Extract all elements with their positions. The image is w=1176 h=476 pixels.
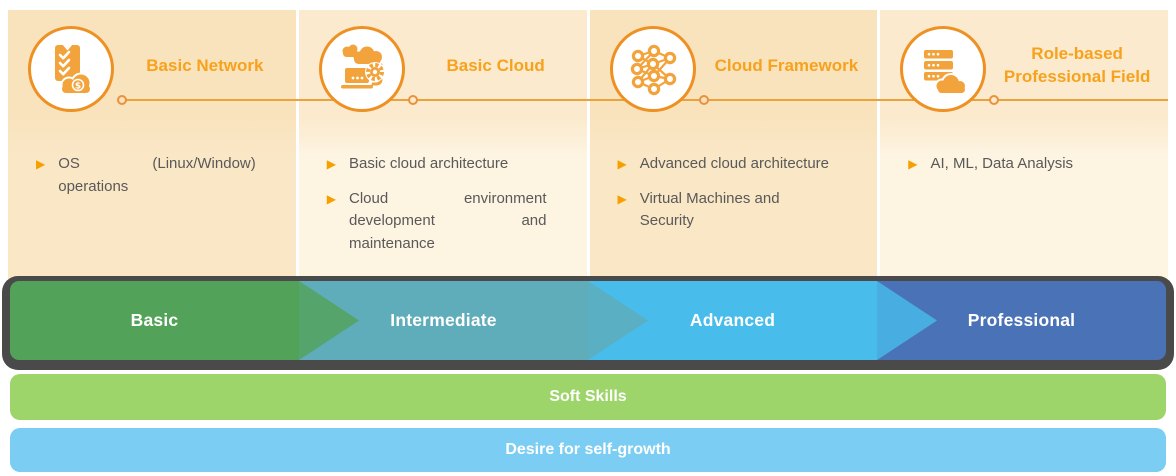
column-body: ▶ Basic cloud architecture ▶ Cloud envir… (299, 135, 587, 280)
level-label: Professional (967, 310, 1076, 330)
column-body: ▶ OS (Linux/Window) operations (8, 135, 296, 280)
level-label: Advanced (689, 310, 776, 330)
list-item: ▶ Advanced cloud architecture (618, 153, 838, 176)
list-item: ▶ AI, ML, Data Analysis (908, 153, 1128, 176)
column-title: Role-based Professional Field (1003, 44, 1151, 86)
progression-bar: Basic Intermediate Advanced Professional (10, 281, 1166, 360)
column-title: Basic Cloud (446, 55, 545, 75)
svg-text:$: $ (75, 82, 81, 92)
connector-ring (117, 95, 127, 105)
banner-label: Soft Skills (549, 388, 627, 405)
triangle-bullet-icon: ▶ (326, 191, 336, 206)
list-item: ▶ Cloud environment development and main… (327, 188, 547, 256)
icon-circle: $ (28, 26, 114, 112)
column-title: Basic Network (146, 55, 264, 75)
triangle-bullet-icon: ▶ (908, 157, 918, 171)
connector-ring (407, 95, 418, 105)
column-cloud-framework: Cloud Framework ▶ Advanced cloud archite… (589, 10, 878, 280)
connector-ring (989, 95, 1000, 105)
level-label: Basic (130, 310, 179, 330)
soft-skills-banner: Soft Skills (10, 374, 1166, 420)
column-body: ▶ Advanced cloud architecture ▶ Virtual … (590, 135, 878, 280)
icon-circle (318, 26, 405, 112)
server-stack-cloud-icon (924, 50, 968, 95)
level-basic: Basic (10, 281, 299, 360)
clipboard-checklist-dollar-cloud-icon: $ (55, 44, 92, 95)
topic-columns: $ Basic Network ▶ OS (Linux/Window) oper… (8, 10, 1168, 280)
column-basic-cloud: Basic Cloud ▶ Basic cloud architecture ▶… (298, 10, 587, 280)
column-basic-network: $ Basic Network ▶ OS (Linux/Window) oper… (8, 10, 296, 280)
triangle-bullet-icon: ▶ (326, 157, 336, 171)
column-body: ▶ AI, ML, Data Analysis (880, 135, 1168, 280)
neural-network-icon (630, 44, 676, 96)
icon-circle (609, 26, 696, 112)
triangle-bullet-icon: ▶ (36, 157, 46, 171)
column-title: Cloud Framework (714, 55, 859, 75)
connector-ring (698, 95, 709, 105)
banner-label: Desire for self-growth (505, 441, 671, 458)
triangle-bullet-icon: ▶ (617, 191, 627, 206)
list-item: ▶ Basic cloud architecture (327, 153, 547, 176)
list-item: ▶ Virtual Machines and Security (618, 188, 838, 233)
level-label: Intermediate (390, 310, 497, 330)
self-growth-banner: Desire for self-growth (10, 428, 1166, 472)
triangle-bullet-icon: ▶ (617, 157, 627, 171)
column-role-based-professional: Role-based Professional Field ▶ AI, ML, … (880, 10, 1168, 280)
icon-circle (900, 26, 987, 112)
cloud-gear-laptop-icon (340, 44, 385, 89)
list-item: ▶ OS (Linux/Window) operations (36, 153, 256, 198)
